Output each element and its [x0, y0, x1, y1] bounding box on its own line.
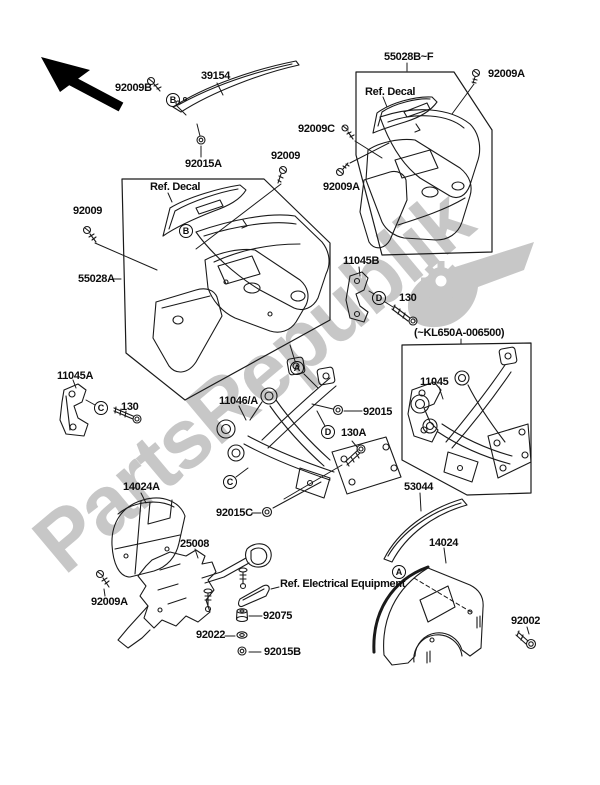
- part-14024-cover-drawing: [372, 565, 484, 666]
- part-11046-bracket-drawing: [216, 356, 402, 499]
- callout-b: B: [179, 224, 193, 238]
- part-label-92009A-topright: 92009A: [488, 68, 525, 80]
- screw-92009A-bottom-icon: [95, 569, 110, 588]
- bolt-92002-icon: [515, 630, 537, 650]
- part-label-11045: 11045: [420, 376, 449, 388]
- part-label-11046A: 11046/A: [219, 395, 258, 407]
- part-label-92009B: 92009B: [115, 82, 152, 94]
- part-label-92009-left: 92009: [73, 205, 103, 217]
- part-14024A-cover-drawing: [111, 497, 186, 578]
- leader-lines: [72, 62, 530, 653]
- callout-b: B: [166, 93, 180, 107]
- bolt-130A-icon: [344, 444, 366, 467]
- callout-d: D: [372, 291, 386, 305]
- callout-d: D: [321, 425, 335, 439]
- direction-arrow-icon: [41, 57, 124, 112]
- part-label-130A: 130A: [341, 427, 367, 439]
- ref-decal-right: Ref. Decal: [365, 86, 416, 98]
- screw-92009A-mid-icon: [335, 162, 350, 177]
- right-cowling-box: [355, 71, 493, 256]
- part-55028A-cowling-drawing: [152, 184, 330, 373]
- ref-decal-left: Ref. Decal: [150, 181, 201, 193]
- nut-92015A-icon: [196, 135, 206, 145]
- part-25008-bracket-drawing: [117, 543, 272, 649]
- part-label-55028A: 55028A: [78, 273, 115, 285]
- part-label-92009A-mid: 92009A: [323, 181, 360, 193]
- fasteners: [82, 68, 537, 656]
- callout-a: A: [290, 361, 304, 375]
- part-label-130-left: 130: [121, 401, 139, 413]
- part-label-92009A-bottom: 92009A: [91, 596, 128, 608]
- ref-electrical-equipment: Ref. Electrical Equipment: [280, 578, 406, 590]
- part-label-14024: 14024: [429, 537, 459, 549]
- part-label-92015A: 92015A: [185, 158, 222, 170]
- watermark-logo-icon: [407, 242, 534, 328]
- part-11045-bracket-drawing: [407, 346, 532, 483]
- part-label-92075: 92075: [263, 610, 293, 622]
- part-label-92002: 92002: [511, 615, 541, 627]
- washer-92022-icon: [236, 631, 248, 639]
- nut-92015B-icon: [237, 646, 247, 656]
- kl650a-option-box: [401, 342, 532, 496]
- part-11045B-bracket-drawing: [345, 271, 369, 323]
- part-label-11045B: 11045B: [343, 255, 380, 267]
- screw-92009A-topright-icon: [471, 68, 481, 84]
- part-39154-drawing: [172, 60, 300, 113]
- part-label-92022: 92022: [196, 629, 226, 641]
- callout-a: A: [392, 565, 406, 579]
- part-label-39154: 39154: [201, 70, 231, 82]
- callout-c: C: [94, 401, 108, 415]
- screw-92009C-icon: [341, 124, 355, 140]
- screw-92009-left-icon: [82, 225, 97, 243]
- part-label-92015C: 92015C: [216, 507, 253, 519]
- part-label-55028B-F: 55028B~F: [384, 51, 434, 63]
- frame-range-note: (~KL650A-006500): [414, 327, 505, 339]
- part-label-92015B: 92015B: [264, 646, 301, 658]
- part-55028B-cowling-drawing: [359, 96, 481, 249]
- bolt-130-left-icon: [113, 406, 142, 424]
- callout-c: C: [223, 475, 237, 489]
- grommet-92075-icon: [235, 608, 249, 623]
- part-53044-trim-drawing: [383, 498, 468, 563]
- bolt-130-right-icon: [391, 304, 418, 326]
- left-cowling-box: [121, 178, 331, 401]
- part-label-92015: 92015: [363, 406, 393, 418]
- part-label-92009C: 92009C: [298, 123, 335, 135]
- nut-92015-icon: [332, 404, 344, 416]
- part-label-92009-top: 92009: [271, 150, 301, 162]
- part-label-25008: 25008: [180, 538, 210, 550]
- part-label-11045A: 11045A: [57, 370, 94, 382]
- nut-92015C-icon: [261, 506, 273, 518]
- part-label-53044: 53044: [404, 481, 434, 493]
- part-label-14024A: 14024A: [123, 481, 160, 493]
- part-label-130-right: 130: [399, 292, 417, 304]
- part-11045A-bracket-drawing: [59, 383, 89, 437]
- screw-92009-top-icon: [277, 165, 288, 184]
- screw-92009B-icon: [146, 76, 162, 92]
